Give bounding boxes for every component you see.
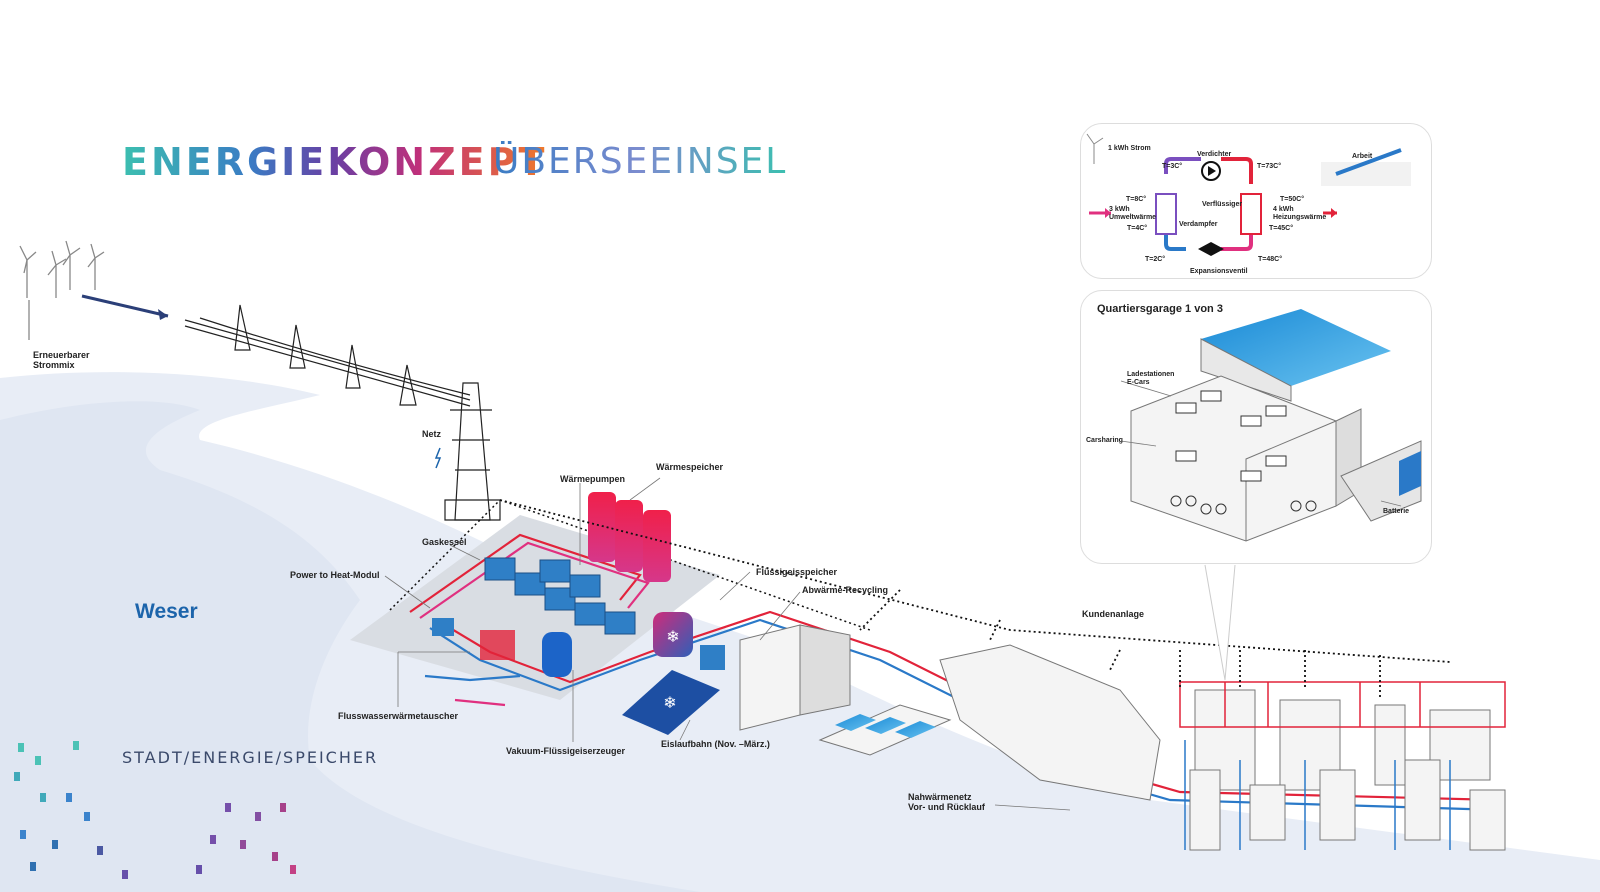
- label-fluessigeisspeicher: Flüssigeisspeicher: [756, 567, 838, 577]
- river-shape: [0, 401, 700, 892]
- ice-rink-icon: [622, 670, 720, 735]
- hp-t8: T=48C°: [1258, 256, 1283, 263]
- lightning-icon: [434, 447, 442, 469]
- garage-ladestationen: Ladestationen E-Cars: [1127, 371, 1175, 387]
- river-label: Weser: [135, 600, 198, 623]
- decorative-pixels: [14, 741, 296, 879]
- roof-solar-icon: [835, 714, 936, 738]
- transmission-line-icon: [184, 304, 501, 521]
- hp-t4: T=50C°: [1280, 196, 1305, 203]
- hp-t5: T=4C°: [1127, 225, 1148, 232]
- garage-carsharing: Carsharing: [1086, 437, 1123, 444]
- power-arrow-icon: [81, 294, 169, 318]
- heat-storage-tanks-icon: [588, 492, 671, 582]
- page-subtitle: ÜBERSEEINSEL: [493, 141, 788, 182]
- heat-pumps-icon: [484, 557, 636, 635]
- garage-title: Quartiersgarage 1 von 3: [1097, 303, 1223, 315]
- power-to-heat-icon: [432, 618, 454, 636]
- hp-verdampfer: Verdampfer: [1179, 221, 1218, 228]
- hp-t1: T=3C°: [1162, 163, 1183, 170]
- hp-arbeit: Arbeit: [1352, 153, 1373, 160]
- label-gaskessel: Gaskessel: [422, 537, 467, 547]
- ice-storage-icon: [653, 612, 693, 657]
- district-grid: [1179, 681, 1506, 728]
- hp-expansion: Expansionsventil: [1190, 268, 1248, 275]
- hp-umwelt: 3 kWh Umweltwärme: [1109, 206, 1157, 222]
- label-waermepumpen: Wärmepumpen: [560, 474, 626, 484]
- svg-text:❄: ❄: [663, 695, 676, 712]
- svg-text:❄: ❄: [666, 629, 679, 646]
- page-title: ENERGIEKONZEPT: [122, 140, 548, 184]
- customer-dotted-line: [499, 499, 1451, 671]
- hp-heizung: 4 kWh Heizungswärme: [1273, 206, 1327, 222]
- garage-batterie: Batterie: [1383, 508, 1410, 515]
- land-area: [0, 372, 1600, 892]
- label-power-to-heat: Power to Heat-Modul: [290, 570, 380, 580]
- label-waermespeicher: Wärmespeicher: [656, 462, 724, 472]
- hp-t3: T=8C°: [1126, 196, 1147, 203]
- hp-strom: 1 kWh Strom: [1108, 145, 1151, 152]
- label-vakuum: Vakuum-Flüssigeiserzeuger: [506, 746, 626, 756]
- heat-exchanger-icon: [480, 630, 515, 660]
- heatpump-panel: 1 kWh Strom Verdichter Arbeit T=3C° T=73…: [1080, 123, 1432, 279]
- label-eislaufbahn: Eislaufbahn (Nov. –März.): [661, 739, 770, 749]
- label-abwaerme: Abwärme-Recycling: [802, 585, 889, 595]
- label-strommix: Erneuerbarer Strommix: [33, 350, 90, 371]
- garage-illustration: [1120, 309, 1422, 542]
- hp-t7: T=2C°: [1145, 256, 1166, 263]
- hp-t6: T=45C°: [1269, 225, 1294, 232]
- label-nahwaerme: Nahwärmenetz Vor- und Rücklauf: [908, 792, 985, 813]
- buildings: [739, 624, 1506, 851]
- hp-t2: T=73C°: [1257, 163, 1282, 170]
- label-kundenanlage: Kundenanlage: [1082, 609, 1145, 619]
- label-flusswasser: Flusswasserwärmetauscher: [338, 711, 459, 721]
- garage-panel: Quartiersgarage 1 von 3 Ladestationen E-…: [1080, 290, 1432, 564]
- brand-logo: STADT/ENERGIE/SPEICHER: [122, 748, 379, 767]
- heatpump-cycle: [1086, 133, 1411, 256]
- hp-verfluessiger: Verflüssiger: [1202, 201, 1243, 208]
- label-netz: Netz: [422, 429, 442, 439]
- wind-turbines-icon: [19, 240, 105, 340]
- vacuum-generator-icon: [542, 632, 572, 677]
- hp-verdichter: Verdichter: [1197, 151, 1232, 158]
